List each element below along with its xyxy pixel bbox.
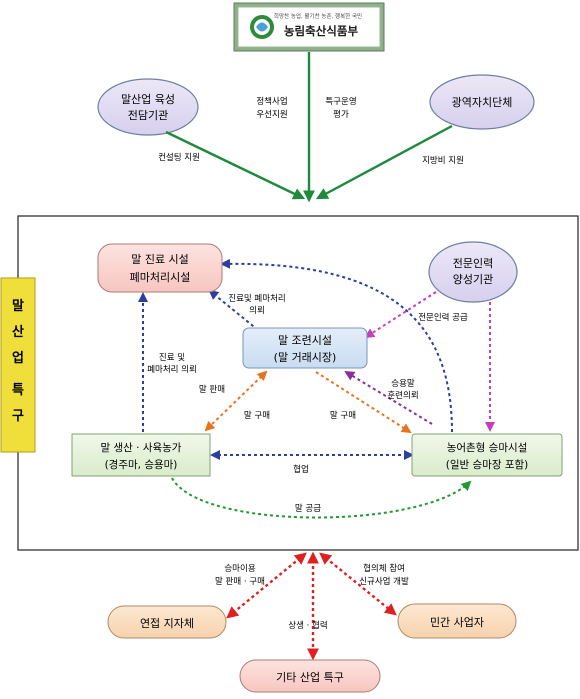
label-vet-consign-2: 의뢰	[249, 305, 265, 316]
arrow-metro-to-zone	[315, 124, 453, 200]
label-special-1: 특구운영	[325, 96, 356, 107]
training-line1: 말 조련시설	[278, 334, 332, 347]
ministry-slogan: 희망찬 농업, 활기찬 농촌, 행복한 국민	[274, 12, 362, 20]
zone-title-char-5: 구	[12, 409, 24, 424]
zone-title-char-3: 업	[12, 351, 24, 366]
experts-node: 전문인력 양성기관	[428, 241, 518, 303]
training-org-line1: 말산업 육성	[121, 93, 175, 106]
arrow-zone-linked-gov	[226, 552, 307, 619]
label-special-2: 평가	[333, 109, 349, 120]
ministry-name: 농림축산식품부	[284, 24, 358, 38]
zone-title-char-1: 말	[12, 299, 24, 314]
label-horse-buy-left: 말 구매	[244, 410, 270, 421]
linked-gov-node: 연접 지자체	[107, 605, 227, 639]
training-line2: (말 거래시장)	[274, 351, 337, 364]
arrow-zone-private	[319, 552, 397, 616]
experts-line2: 양성기관	[453, 273, 493, 286]
label-horse-buy-right: 말 구매	[330, 410, 356, 421]
label-council-1: 협의체 참여	[363, 563, 405, 574]
vet-facility-node: 말 진료 시설 폐마처리시설	[97, 243, 223, 293]
label-cooperation: 협업	[293, 464, 309, 475]
riding-line2: (일반 승마장 포함)	[446, 458, 529, 471]
label-horse-sale: 말 판매	[199, 384, 225, 395]
arrow-training-to-vet	[208, 289, 259, 331]
arrow-experts-to-training	[364, 291, 437, 339]
zone-title-char-2: 산	[12, 324, 24, 340]
label-riding-use-2: 말 판매 · 구매	[215, 576, 265, 587]
label-mutual: 상생 · 협력	[288, 620, 327, 631]
arrow-training-to-riding	[315, 371, 412, 434]
farm-node: 말 생산 · 사육농가 (경주마, 승용마)	[71, 433, 211, 477]
zone-title-char-4: 특	[12, 383, 24, 398]
linked-gov-label: 연접 지자체	[140, 617, 194, 630]
other-zone-node: 기타 산업 특구	[239, 659, 381, 693]
arrow-farm-to-riding-supply	[171, 477, 472, 519]
other-zone-label: 기타 산업 특구	[276, 671, 344, 684]
training-org-node: 말산업 육성 전담기관	[97, 78, 199, 136]
label-policy-1: 정책사업	[256, 96, 287, 107]
experts-line1: 전문인력	[453, 257, 493, 270]
ministry-box: 희망찬 농업, 활기찬 농촌, 행복한 국민 농림축산식품부	[233, 2, 385, 52]
label-vet-consign-1: 진료및 폐마처리	[228, 293, 285, 304]
label-farm-vet-1: 진료 및	[159, 352, 185, 363]
label-local-budget: 지방비 지원	[422, 155, 464, 166]
vet-line2: 폐마처리시설	[130, 271, 191, 284]
farm-line1: 말 생산 · 사육농가	[101, 442, 182, 454]
label-riding-train-1: 승용말	[391, 378, 415, 389]
zone-title-bar: 말 산 업 특 구	[0, 277, 36, 453]
arrow-riding-to-training	[344, 370, 433, 425]
label-riding-use-1: 승마이용	[224, 563, 255, 574]
farm-line2: (경주마, 승용마)	[105, 458, 178, 471]
arrow-training-to-zone	[165, 130, 306, 200]
training-org-line2: 전담기관	[128, 109, 168, 122]
ministry-logo-icon	[250, 15, 274, 39]
metro-gov-label: 광역자치단체	[452, 96, 513, 109]
riding-line1: 농어촌형 승마시설	[447, 442, 528, 454]
private-node: 민간 사업자	[397, 603, 517, 639]
label-horse-supply: 말 공급	[295, 503, 321, 514]
private-label: 민간 사업자	[430, 616, 484, 629]
label-expert-supply: 전문인력 공급	[418, 312, 468, 323]
label-policy-2: 우선지원	[256, 110, 287, 120]
metro-gov-node: 광역자치단체	[429, 74, 535, 130]
label-farm-vet-2: 폐마처리 의뢰	[147, 364, 197, 375]
label-council-2: 신규사업 개발	[359, 576, 409, 587]
arrow-training-farm-trade	[204, 370, 268, 432]
label-consulting: 컨설팅 지원	[158, 152, 200, 163]
vet-line1: 말 진료 시설	[131, 253, 189, 266]
label-riding-train-2: 훈련의뢰	[387, 390, 418, 401]
training-facility-node: 말 조련시설 (말 거래시장)	[242, 327, 368, 369]
riding-facility-node: 농어촌형 승마시설 (일반 승마장 포함)	[411, 433, 563, 477]
